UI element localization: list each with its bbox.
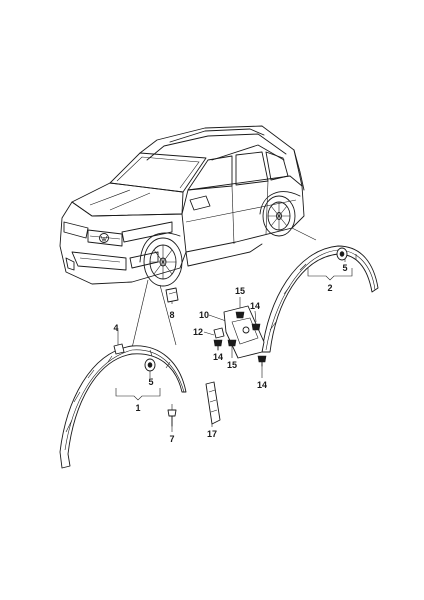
callout-14-right: 14: [250, 301, 260, 311]
callout-14-left: 14: [213, 352, 223, 362]
screw-part-14-right: [251, 323, 261, 331]
clip-part-5-rear: [336, 247, 348, 261]
callout-8: 8: [169, 310, 174, 320]
callout-17: 17: [207, 429, 217, 439]
clip-part-8: [165, 287, 179, 303]
wheel-arch-trim-rear: [261, 245, 379, 353]
screw-part-15-bottom: [227, 339, 237, 347]
nut-part-12: [213, 327, 225, 339]
brace-group-2: [307, 268, 353, 281]
brace-group-1: [115, 388, 161, 401]
callout-14-lower: 14: [257, 380, 267, 390]
wheel-arch-trim-front: [59, 345, 187, 469]
clip-part-4: [113, 343, 125, 355]
vehicle-illustration: [59, 125, 305, 287]
callout-1: 1: [135, 403, 140, 413]
callout-15-bottom: 15: [227, 360, 237, 370]
screw-part-14-lower: [257, 355, 267, 367]
callout-7: 7: [169, 434, 174, 444]
callout-labels: 1 2 4 5 5 7 8 10 12 14 14 14 15 15 17: [113, 263, 347, 444]
screw-part-15-top: [235, 311, 245, 319]
bracket-part-17: [205, 381, 221, 425]
screw-part-7: [167, 409, 177, 427]
screw-part-14-left: [213, 339, 223, 351]
callout-4: 4: [113, 323, 118, 333]
callout-2: 2: [327, 283, 332, 293]
clip-part-5-front: [144, 358, 156, 372]
callout-10: 10: [199, 310, 209, 320]
callout-12: 12: [193, 327, 203, 337]
callout-5-rear: 5: [342, 263, 347, 273]
callout-5-front: 5: [148, 377, 153, 387]
callout-15-top: 15: [235, 286, 245, 296]
